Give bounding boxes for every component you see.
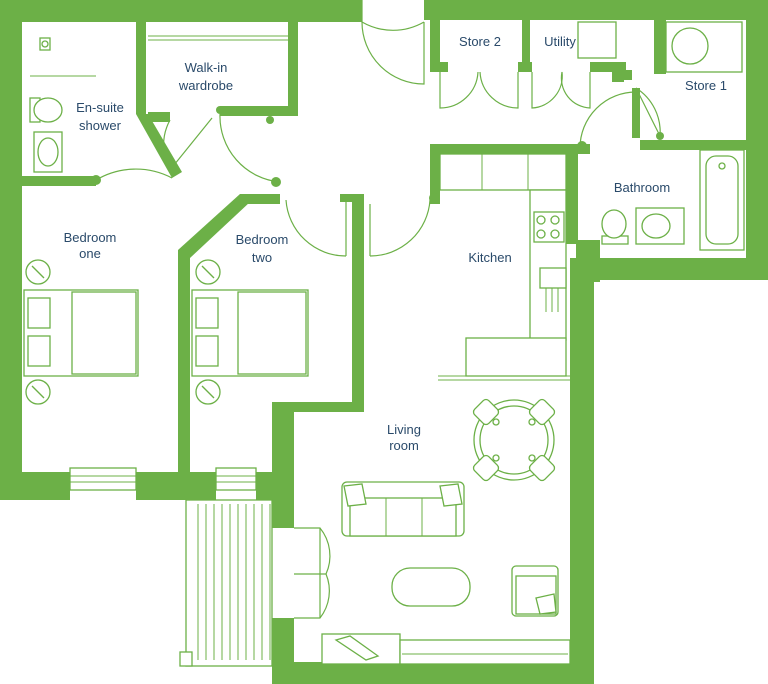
bedroom-one-label-1: Bedroom xyxy=(64,230,117,245)
bathroom-label: Bathroom xyxy=(614,180,670,195)
doors xyxy=(91,0,664,619)
bedroom-two-label-1: Bedroom xyxy=(236,232,289,247)
ensuite-label-1: En-suite xyxy=(76,100,124,115)
windows xyxy=(69,467,257,491)
bathroom-fixtures xyxy=(601,149,745,251)
bedroom-one-label-2: one xyxy=(79,246,101,261)
store2-label: Store 2 xyxy=(459,34,501,49)
store1-label: Store 1 xyxy=(685,78,727,93)
interior-walls xyxy=(22,18,746,480)
ensuite-fixtures xyxy=(29,37,96,173)
room-labels: En-suite shower Walk-in wardrobe Store 2… xyxy=(64,34,727,453)
utility-fixtures xyxy=(577,21,743,73)
bedroom-two-label-2: two xyxy=(252,250,272,265)
bedroom-two-furniture xyxy=(191,259,309,405)
balcony xyxy=(179,499,273,667)
living-furniture xyxy=(321,398,571,665)
walkin-label-2: wardrobe xyxy=(178,78,233,93)
ensuite-label-2: shower xyxy=(79,118,122,133)
bedroom-one-furniture xyxy=(23,259,139,405)
utility-label: Utility xyxy=(544,34,576,49)
walkin-label-1: Walk-in xyxy=(185,60,228,75)
living-label-2: room xyxy=(389,438,419,453)
kitchen-label: Kitchen xyxy=(468,250,511,265)
living-label-1: Living xyxy=(387,422,421,437)
kitchen-fixtures xyxy=(438,153,570,381)
